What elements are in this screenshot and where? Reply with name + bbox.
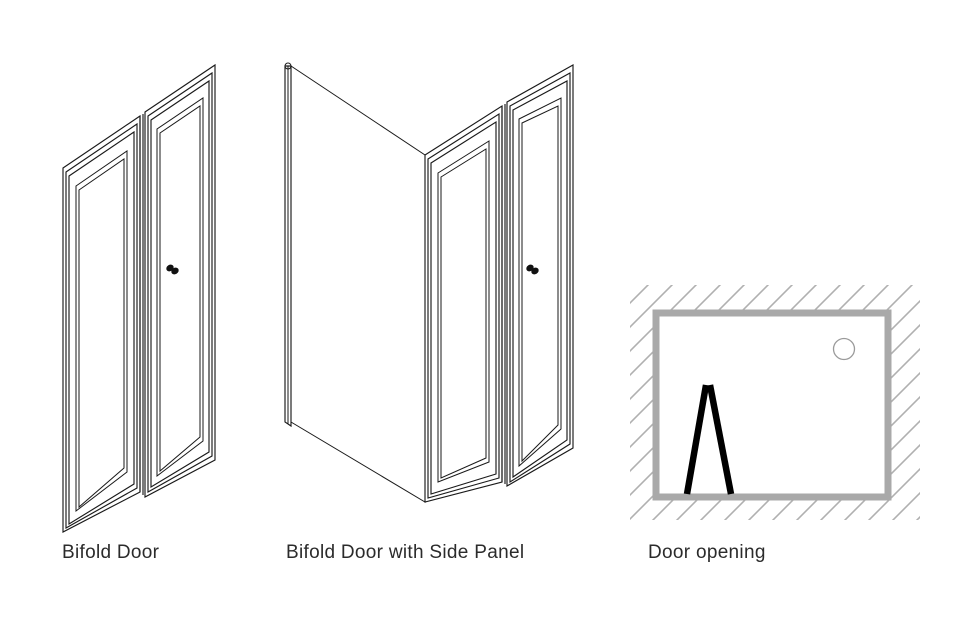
figure-bifold-door-side-panel <box>265 40 605 520</box>
bifold-right-panel <box>506 64 574 487</box>
bifold-left-panel <box>424 104 503 503</box>
bifold-door-drawing <box>62 63 216 533</box>
door-opening-plan <box>630 285 920 520</box>
caption-door-opening: Door opening <box>648 542 766 563</box>
bifold-centre-hinge <box>139 114 144 495</box>
bifold-left-panel <box>62 114 141 533</box>
waste-outlet-icon <box>832 337 856 361</box>
figure-door-opening <box>630 285 920 520</box>
door-handle-icon[interactable] <box>525 264 539 276</box>
door-handle-icon[interactable] <box>165 264 179 276</box>
bifold-right-panel <box>144 63 216 498</box>
side-panel <box>284 62 426 503</box>
bifold-centre-hinge <box>501 104 506 484</box>
caption-bifold-door: Bifold Door <box>62 542 160 563</box>
caption-bifold-door-side-panel: Bifold Door with Side Panel <box>286 542 525 563</box>
bifold-side-panel-drawing <box>284 62 574 503</box>
figure-bifold-door <box>30 40 260 533</box>
folded-door-leaves <box>683 384 735 495</box>
